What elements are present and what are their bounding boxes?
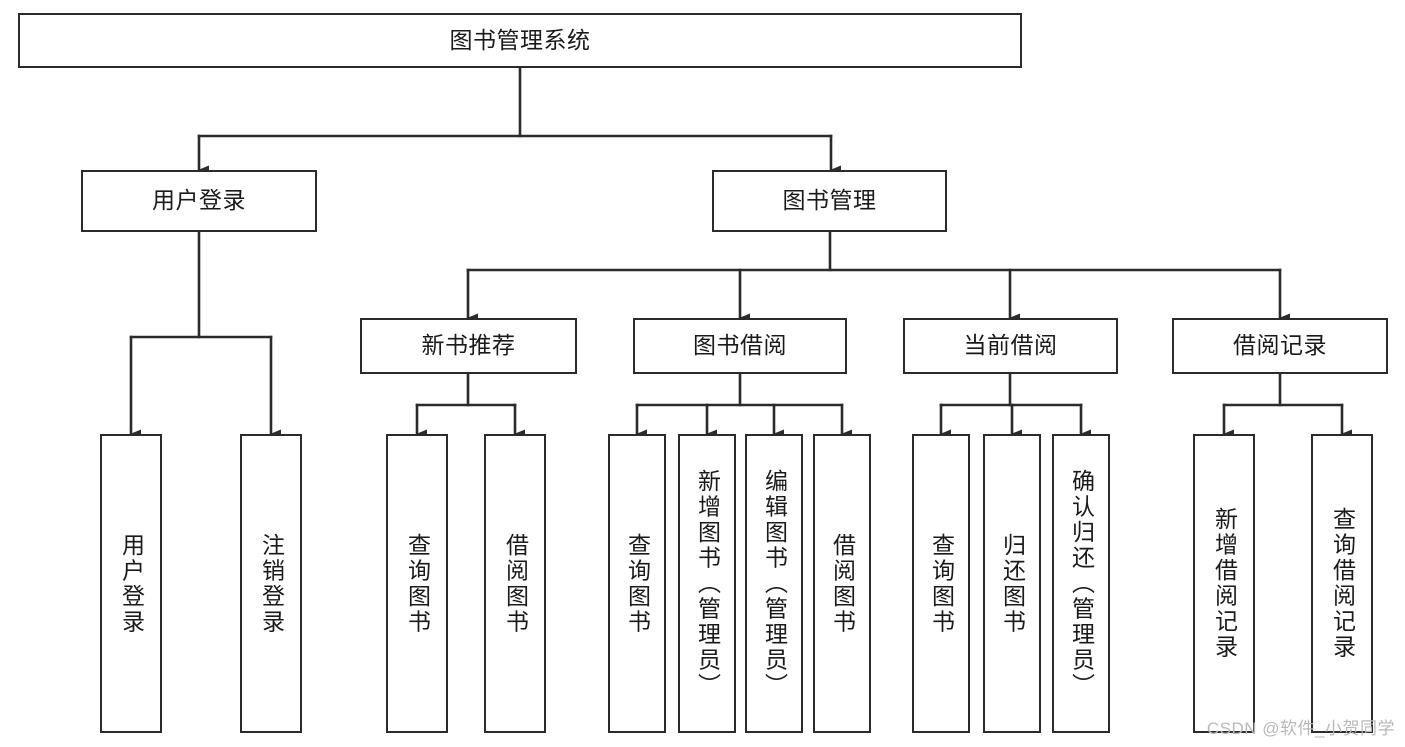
node-leaf-borrow-books-new-label: 借阅图书 [502,532,529,635]
node-user-login-label: 用户登录 [152,187,246,214]
csdn-watermark: CSDN @软件_小贺同学 [1206,719,1395,738]
node-leaf-query-books-new-label: 查询图书 [404,532,431,635]
node-user-login[interactable]: 用户登录 [81,170,317,232]
node-current-borrowing-label: 当前借阅 [963,332,1058,359]
node-leaf-return-books[interactable]: 归还图书 [983,434,1041,733]
node-root-label: 图书管理系统 [449,26,591,53]
node-leaf-add-borrow-record-label: 新增借阅记录 [1211,507,1238,660]
node-leaf-query-books-borrow[interactable]: 查询图书 [608,434,666,733]
node-leaf-query-books-new[interactable]: 查询图书 [386,434,448,733]
node-leaf-borrow-books-label: 借阅图书 [829,532,856,635]
node-leaf-edit-book-admin-label: 编辑图书（管理员） [761,468,788,699]
node-book-management[interactable]: 图书管理 [712,170,947,232]
node-leaf-add-book-admin[interactable]: 新增图书（管理员） [678,434,736,733]
node-new-book-recommendation-label: 新书推荐 [421,332,516,359]
node-leaf-user-login-label: 用户登录 [118,532,145,635]
node-leaf-user-login[interactable]: 用户登录 [100,434,162,733]
node-leaf-confirm-return-admin-label: 确认归还（管理员） [1068,468,1095,699]
node-leaf-edit-book-admin[interactable]: 编辑图书（管理员） [745,434,803,733]
node-book-borrowing-label: 图书借阅 [693,332,787,359]
node-leaf-add-borrow-record[interactable]: 新增借阅记录 [1193,434,1255,733]
node-leaf-query-borrow-record-label: 查询借阅记录 [1329,507,1356,660]
node-leaf-borrow-books-new[interactable]: 借阅图书 [484,434,546,733]
node-book-management-label: 图书管理 [782,187,877,214]
node-leaf-query-borrow-record[interactable]: 查询借阅记录 [1311,434,1373,733]
node-leaf-logout-label: 注销登录 [258,532,285,635]
node-leaf-query-books-current-label: 查询图书 [928,532,955,635]
node-borrow-records-label: 借阅记录 [1233,332,1327,359]
node-borrow-records[interactable]: 借阅记录 [1172,318,1388,374]
node-leaf-add-book-admin-label: 新增图书（管理员） [694,468,721,699]
node-new-book-recommendation[interactable]: 新书推荐 [360,318,577,374]
node-root[interactable]: 图书管理系统 [18,13,1022,68]
node-leaf-query-books-borrow-label: 查询图书 [624,532,651,635]
node-leaf-confirm-return-admin[interactable]: 确认归还（管理员） [1052,434,1110,733]
node-leaf-query-books-current[interactable]: 查询图书 [912,434,970,733]
node-current-borrowing[interactable]: 当前借阅 [903,318,1118,374]
node-leaf-borrow-books[interactable]: 借阅图书 [813,434,871,733]
node-leaf-logout[interactable]: 注销登录 [240,434,302,733]
node-leaf-return-books-label: 归还图书 [999,532,1026,635]
node-book-borrowing[interactable]: 图书借阅 [633,318,847,374]
